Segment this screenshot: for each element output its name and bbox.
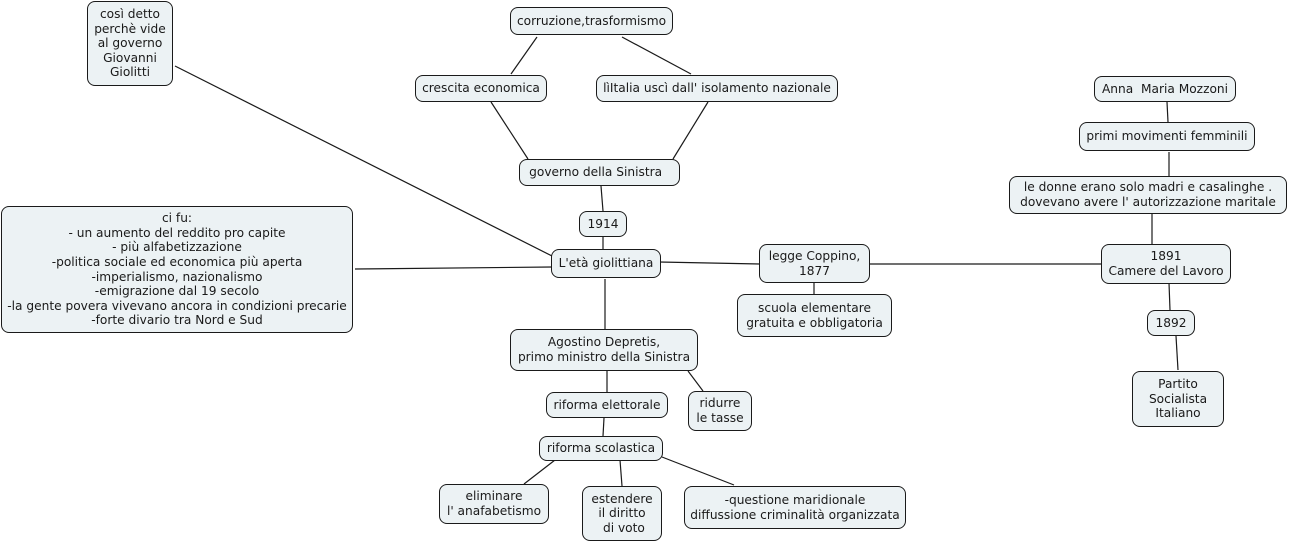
link-scolastica-estendere [619, 459, 623, 487]
node-estendere-diritto-voto[interactable]: estendere il diritto di voto [582, 486, 662, 541]
node-riforma-scolastica[interactable]: riforma scolastica [539, 436, 663, 461]
node-1892[interactable]: 1892 [1147, 310, 1195, 336]
link-crescita-governo [490, 101, 529, 160]
node-crescita-economica[interactable]: crescita economica [415, 75, 547, 102]
node-governo-della-sinistra[interactable]: governo della Sinistra [519, 159, 680, 186]
link-eta-coppino [658, 261, 761, 265]
node-primi-movimenti-femminili[interactable]: primi movimenti femminili [1079, 122, 1255, 151]
node-corruzione-trasformismo[interactable]: corruzione,trasformismo [510, 7, 673, 35]
node-1914[interactable]: 1914 [579, 211, 627, 237]
link-depretis-ridurre [687, 370, 704, 392]
link-corruzione-crescita [510, 36, 538, 75]
node-ci-fu[interactable]: ci fu: - un aumento del reddito pro capi… [1, 206, 353, 333]
node-donne-madri-casalinghe[interactable]: le donne erano solo madri e casalinghe .… [1009, 176, 1287, 214]
node-ridurre-le-tasse[interactable]: ridurre le tasse [688, 391, 752, 431]
node-riforma-elettorale[interactable]: riforma elettorale [546, 392, 668, 418]
link-corruzione-italia [621, 36, 692, 75]
node-legge-coppino[interactable]: legge Coppino, 1877 [759, 244, 870, 283]
node-italia-usci-isolamento[interactable]: lìItalia uscì dall' isolamento nazionale [596, 75, 838, 102]
link-italia-governo [672, 101, 709, 160]
link-camere-1892 [1168, 282, 1171, 311]
node-eliminare-analfabetismo[interactable]: eliminare l' anafabetismo [439, 484, 549, 524]
link-cifu-eta [354, 266, 553, 270]
node-agostino-depretis[interactable]: Agostino Depretis, primo ministro della … [510, 329, 698, 371]
node-eta-giolittiana[interactable]: L'età giolittiana [551, 249, 661, 278]
node-scuola-elementare[interactable]: scuola elementare gratuita e obbligatori… [737, 294, 892, 337]
link-1892-partito [1175, 335, 1179, 371]
node-cosi-detto[interactable]: così detto perchè vide al governo Giovan… [87, 1, 173, 86]
link-scolastica-eliminare [523, 459, 556, 485]
link-scolastica-questione [661, 456, 735, 486]
link-elettorale-scolastica [602, 417, 605, 437]
node-questione-meridionale[interactable]: -questione maridionale diffussione crimi… [684, 486, 906, 529]
node-anna-maria-mozzoni[interactable]: Anna Maria Mozzoni [1094, 76, 1236, 102]
link-mozzoni-movimenti [1166, 101, 1169, 123]
node-partito-socialista-italiano[interactable]: Partito Socialista Italiano [1132, 371, 1224, 427]
node-camere-del-lavoro[interactable]: 1891 Camere del Lavoro [1101, 244, 1231, 284]
link-cosidetto-eta [174, 65, 553, 257]
link-governo-1914 [600, 185, 604, 212]
